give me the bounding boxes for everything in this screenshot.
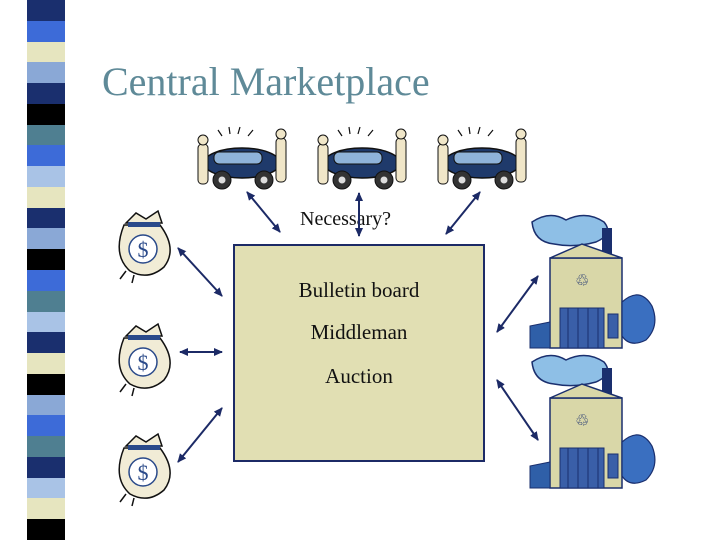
strip-block xyxy=(27,83,65,105)
strip-block xyxy=(27,270,65,292)
necessary-question: Necessary? xyxy=(300,208,392,230)
decorative-strip xyxy=(27,0,65,540)
strip-block xyxy=(27,332,65,354)
box-line-auction: Auction xyxy=(325,364,393,388)
strip-block xyxy=(27,394,65,416)
strip-block xyxy=(27,145,65,167)
box-line-bulletin-board: Bulletin board xyxy=(298,278,420,302)
central-marketplace-box: Bulletin board Middleman Auction xyxy=(233,244,485,462)
factory-icon xyxy=(529,214,656,349)
strip-block xyxy=(27,0,65,22)
money-bag-icon xyxy=(118,323,171,397)
strip-block xyxy=(27,249,65,271)
strip-block xyxy=(27,228,65,250)
strip-block xyxy=(27,373,65,396)
money-bag-icon xyxy=(118,210,171,284)
money-bag-icon xyxy=(118,433,171,507)
strip-block xyxy=(27,166,65,188)
strip-block xyxy=(27,498,65,520)
strip-block xyxy=(27,186,65,209)
connection-arrows xyxy=(177,191,539,463)
strip-block xyxy=(27,41,65,63)
strip-block xyxy=(27,20,65,43)
slide-title: Central Marketplace xyxy=(102,59,430,104)
strip-block xyxy=(27,353,65,375)
strip-block xyxy=(27,207,65,229)
buyer-car-icon xyxy=(197,126,287,190)
strip-block xyxy=(27,456,65,479)
strip-block xyxy=(27,62,65,84)
box-line-middleman: Middleman xyxy=(310,320,408,344)
strip-block xyxy=(27,477,65,499)
strip-block xyxy=(27,519,65,540)
factory-icon xyxy=(529,354,656,489)
strip-block xyxy=(27,124,65,146)
buyer-car-icon xyxy=(437,126,527,190)
strip-block xyxy=(27,311,65,333)
buyer-car-icon xyxy=(317,126,407,190)
strip-block xyxy=(27,436,65,458)
strip-block xyxy=(27,290,65,313)
strip-block xyxy=(27,103,65,126)
strip-block xyxy=(27,415,65,437)
